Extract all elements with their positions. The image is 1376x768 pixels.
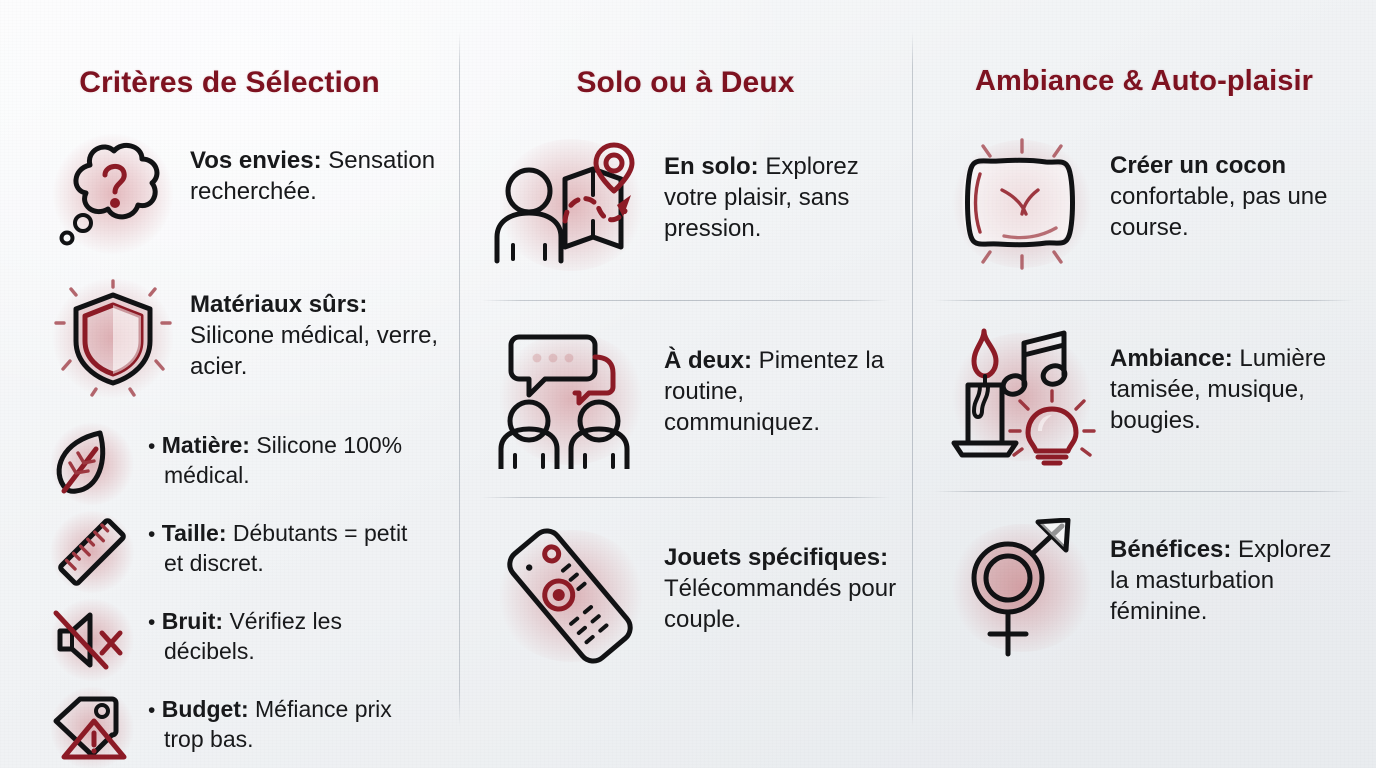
block-text-vos-envies: Vos envies: Sensation recherchée.: [190, 145, 440, 207]
block-lead-jouets-specifiques: Jouets spécifiques:: [664, 544, 889, 571]
ruler-icon: [46, 511, 138, 593]
price-tag-warning-icon: [46, 687, 138, 768]
block-text-creer-un-cocon: Créer un cocon confortable, pas une cour…: [1110, 150, 1350, 244]
leaf-icon: [46, 423, 138, 505]
bullet-taille: • Taille: Débutants = petit et discret.: [46, 511, 459, 593]
column-solo-ou-a-deux: Solo ou à Deux: [459, 0, 912, 768]
block-body-a-deux: Pimentez la routine, communiquez.: [664, 347, 885, 437]
bullet-body-matiere: Silicone 100% médical.: [164, 432, 403, 488]
column-ambiance-auto-plaisir: Ambiance & Auto-plaisir: [912, 0, 1376, 768]
block-text-en-solo: En solo: Explorez votre plaisir, sans pr…: [664, 151, 900, 245]
block-text-benefices: Bénéfices: Explorez la masturbation fémi…: [1110, 534, 1350, 628]
bullet-budget: • Budget: Méfiance prix trop bas.: [46, 687, 459, 768]
row-divider-c3-2: [934, 490, 1354, 492]
column-3-blocks: Créer un cocon confortable, pas une cour…: [912, 134, 1376, 658]
block-creer-un-cocon: Créer un cocon confortable, pas une cour…: [938, 134, 1368, 274]
column-title-2: Solo ou à Deux: [576, 66, 795, 99]
column-title-3: Ambiance & Auto-plaisir: [975, 65, 1313, 97]
row-divider-c2-1: [481, 300, 890, 301]
row-divider-c2-2: [481, 497, 890, 498]
block-body-materiaux-surs: Silicone médical, verre, acier.: [190, 322, 439, 381]
block-a-deux: À deux: Pimentez la routine, communiquez…: [483, 329, 900, 469]
column-criteres-de-selection: Critères de Sélection Vos envies: Sensat…: [0, 0, 459, 768]
block-lead-en-solo: En solo:: [664, 153, 759, 180]
block-text-jouets-specifiques: Jouets spécifiques: Télécommandés pour c…: [664, 542, 900, 636]
block-materiaux-surs: Matériaux sûrs: Silicone médical, verre,…: [52, 278, 459, 398]
block-body-ambiance: Lumière tamisée, musique, bougies.: [1110, 344, 1327, 435]
column-title-1: Critères de Sélection: [79, 66, 380, 99]
block-body-en-solo: Explorez votre plaisir, sans pression.: [664, 153, 859, 243]
bullet-lead-bruit: Bruit:: [161, 608, 224, 634]
column-1-blocks: Vos envies: Sensation recherchée.: [0, 134, 459, 768]
block-vos-envies: Vos envies: Sensation recherchée.: [52, 134, 459, 254]
bullet-dot: •: [148, 435, 156, 458]
block-en-solo: En solo: Explorez votre plaisir, sans pr…: [483, 135, 900, 275]
block-lead-vos-envies: Vos envies:: [190, 147, 322, 174]
block-lead-creer-un-cocon: Créer un cocon: [1110, 151, 1287, 179]
bullet-text-taille: • Taille: Débutants = petit et discret.: [148, 519, 418, 579]
remote-control-icon: [483, 526, 658, 666]
candle-music-bulb-icon: [938, 327, 1106, 467]
bullet-text-bruit: • Bruit: Vérifiez les décibels.: [148, 607, 418, 667]
block-lead-benefices: Bénéfices:: [1110, 535, 1232, 563]
block-body-vos-envies: Sensation recherchée.: [190, 147, 436, 206]
block-lead-materiaux-surs: Matériaux sûrs:: [190, 291, 368, 318]
bullet-dot: •: [148, 523, 156, 546]
speaker-muted-icon: [46, 599, 138, 681]
block-ambiance: Ambiance: Lumière tamisée, musique, boug…: [938, 327, 1368, 467]
block-text-a-deux: À deux: Pimentez la routine, communiquez…: [664, 345, 900, 439]
thought-bubble-question-icon: [52, 134, 174, 254]
bullet-dot: •: [148, 611, 156, 634]
bullet-text-budget: • Budget: Méfiance prix trop bas.: [148, 695, 418, 755]
bullet-matiere: • Matière: Silicone 100% médical.: [46, 423, 459, 505]
bullet-body-budget: Méfiance prix trop bas.: [164, 696, 392, 752]
two-people-chat-icon: [483, 329, 658, 469]
bullet-bruit: • Bruit: Vérifiez les décibels.: [46, 599, 459, 681]
bullet-dot: •: [148, 699, 156, 722]
gender-symbol-icon: [938, 517, 1106, 658]
person-map-pin-icon: [483, 135, 658, 275]
bullet-body-bruit: Vérifiez les décibels.: [164, 608, 342, 664]
shield-shine-icon: [52, 278, 174, 398]
bullet-text-matiere: • Matière: Silicone 100% médical.: [148, 431, 418, 491]
row-divider-c3-1: [934, 299, 1354, 301]
block-lead-ambiance: Ambiance:: [1110, 344, 1233, 372]
column-2-blocks: En solo: Explorez votre plaisir, sans pr…: [459, 135, 912, 666]
column-divider-1: [459, 32, 460, 726]
bullet-body-taille: Débutants = petit et discret.: [164, 520, 408, 576]
block-jouets-specifiques: Jouets spécifiques: Télécommandés pour c…: [483, 526, 900, 666]
block-body-jouets-specifiques: Télécommandés pour couple.: [664, 575, 897, 634]
column-divider-2: [912, 32, 913, 726]
block-text-materiaux-surs: Matériaux sûrs: Silicone médical, verre,…: [190, 289, 440, 383]
block-lead-a-deux: À deux:: [664, 347, 753, 374]
pillow-icon: [938, 134, 1106, 274]
bullet-lead-taille: Taille:: [161, 520, 227, 546]
block-body-benefices: Explorez la masturbation féminine.: [1110, 535, 1332, 626]
block-benefices: Bénéfices: Explorez la masturbation fémi…: [938, 517, 1368, 658]
block-text-ambiance: Ambiance: Lumière tamisée, musique, boug…: [1110, 343, 1350, 437]
block-body-creer-un-cocon: confortable, pas une course.: [1110, 183, 1328, 242]
bullet-lead-budget: Budget:: [161, 696, 249, 722]
bullet-lead-matiere: Matière:: [161, 432, 250, 458]
